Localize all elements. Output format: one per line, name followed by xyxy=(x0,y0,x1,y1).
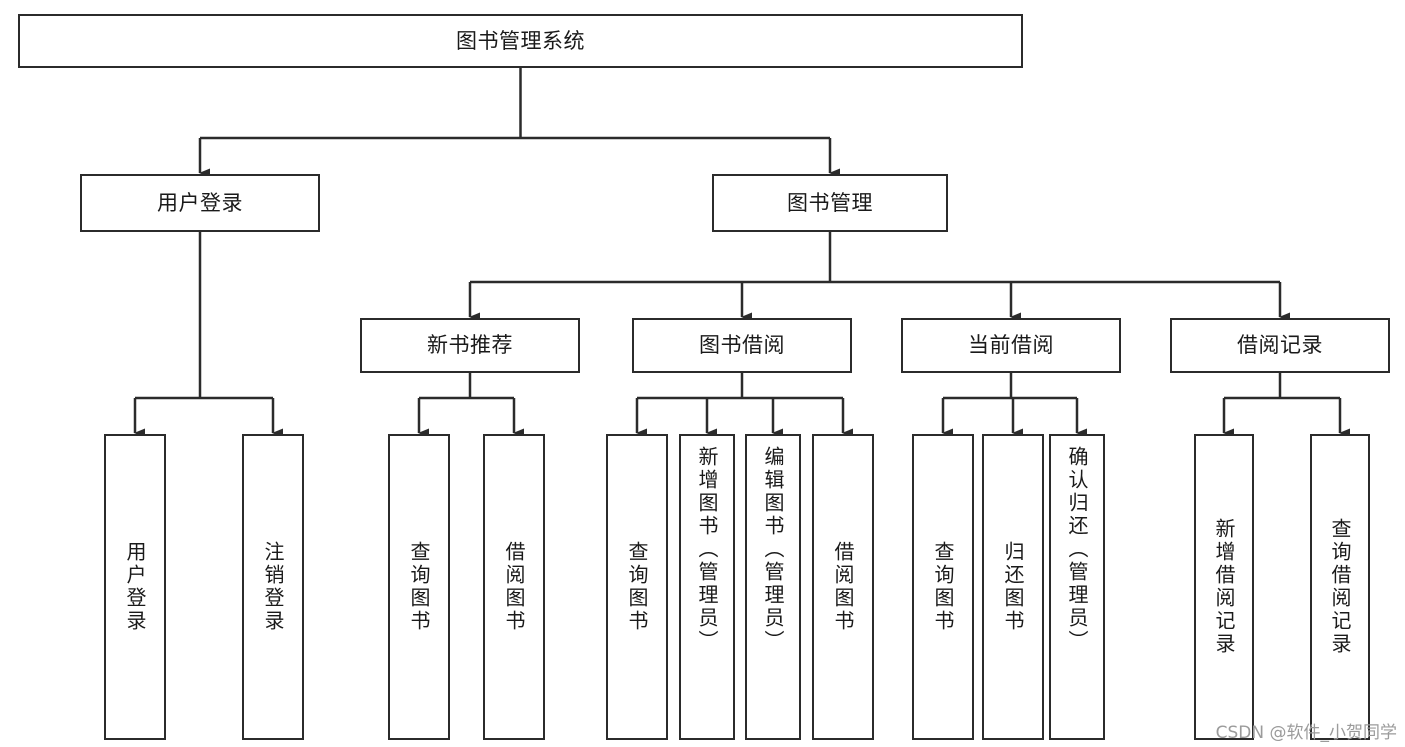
node-leaf-query-book-1[interactable]: 查询图书 xyxy=(388,434,450,740)
node-label: 新书推荐 xyxy=(427,333,513,358)
node-label: 用户登录 xyxy=(157,190,243,215)
node-leaf-user-logout[interactable]: 注销登录 xyxy=(242,434,304,740)
node-user-login[interactable]: 用户登录 xyxy=(80,174,320,232)
node-leaf-edit-book[interactable]: 编辑图书（管理员） xyxy=(745,434,801,740)
node-label: 查询借阅记录 xyxy=(1328,518,1352,656)
node-label: 用户登录 xyxy=(123,541,147,633)
node-label: 借阅图书 xyxy=(502,541,526,633)
node-label: 借阅记录 xyxy=(1237,333,1323,358)
node-leaf-add-record[interactable]: 新增借阅记录 xyxy=(1194,434,1254,740)
node-label: 图书借阅 xyxy=(699,333,785,358)
node-label: 归还图书 xyxy=(1001,541,1025,633)
node-new-book-rec[interactable]: 新书推荐 xyxy=(360,318,580,373)
node-leaf-borrow-book-1[interactable]: 借阅图书 xyxy=(483,434,545,740)
node-label: 查询图书 xyxy=(407,541,431,633)
node-label: 当前借阅 xyxy=(968,333,1054,358)
node-leaf-query-record[interactable]: 查询借阅记录 xyxy=(1310,434,1370,740)
node-label: 图书管理系统 xyxy=(456,28,585,53)
node-leaf-borrow-book-2[interactable]: 借阅图书 xyxy=(812,434,874,740)
node-label: 注销登录 xyxy=(261,541,285,633)
node-leaf-add-book[interactable]: 新增图书（管理员） xyxy=(679,434,735,740)
node-label: 确认归还（管理员） xyxy=(1065,446,1089,653)
node-label: 查询图书 xyxy=(625,541,649,633)
node-book-borrow[interactable]: 图书借阅 xyxy=(632,318,852,373)
node-label: 查询图书 xyxy=(931,541,955,633)
node-label: 新增图书（管理员） xyxy=(695,446,719,653)
node-leaf-query-book-2[interactable]: 查询图书 xyxy=(606,434,668,740)
node-borrow-record[interactable]: 借阅记录 xyxy=(1170,318,1390,373)
node-label: 编辑图书（管理员） xyxy=(761,446,785,653)
node-leaf-user-login[interactable]: 用户登录 xyxy=(104,434,166,740)
node-leaf-return-book[interactable]: 归还图书 xyxy=(982,434,1044,740)
node-leaf-confirm-return[interactable]: 确认归还（管理员） xyxy=(1049,434,1105,740)
node-book-manage[interactable]: 图书管理 xyxy=(712,174,948,232)
node-leaf-query-book-3[interactable]: 查询图书 xyxy=(912,434,974,740)
node-current-borrow[interactable]: 当前借阅 xyxy=(901,318,1121,373)
node-label: 新增借阅记录 xyxy=(1212,518,1236,656)
node-root[interactable]: 图书管理系统 xyxy=(18,14,1023,68)
node-label: 图书管理 xyxy=(787,190,873,215)
node-label: 借阅图书 xyxy=(831,541,855,633)
csdn-watermark: CSDN @软件_小贺同学 xyxy=(1215,723,1397,743)
